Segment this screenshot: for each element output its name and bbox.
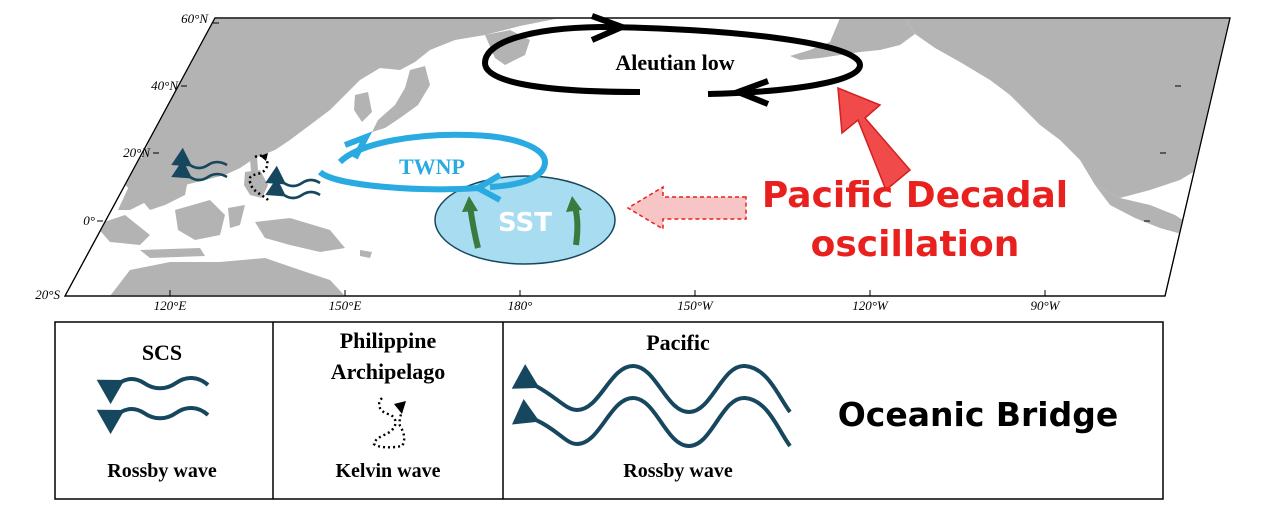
land-korea xyxy=(354,92,372,122)
sst-label: SST xyxy=(498,208,552,238)
aleutian-arrowhead-top xyxy=(590,13,631,43)
lon-label-90w: 90°W xyxy=(1030,298,1060,313)
pdo-label: Pacific Decadal oscillation xyxy=(762,175,1068,265)
land-alaska xyxy=(790,18,915,60)
legend-scs: SCS Rossby wave xyxy=(96,340,217,482)
legend-panel: SCS Rossby wave Philippine Archipelago K… xyxy=(54,321,1164,500)
lat-label-20n: 20°N xyxy=(123,145,151,160)
twnp-label: TWNP xyxy=(399,154,465,179)
twnp-loop-arc-top xyxy=(337,131,549,190)
land-borneo xyxy=(175,200,225,240)
pdo-forcing-arrow xyxy=(837,86,912,192)
map-kelvin-wave xyxy=(248,153,269,201)
aleutian-low-circulation: Aleutian low xyxy=(481,13,864,107)
land-australia xyxy=(110,258,345,296)
land-java xyxy=(140,248,205,258)
pdo-dashed-arrow xyxy=(626,185,747,231)
land-new-guinea xyxy=(255,218,345,252)
legend-pacific-caption: Rossby wave xyxy=(623,460,733,482)
map-scs-rossby-waves xyxy=(171,147,228,182)
twnp-arrowhead-right xyxy=(471,172,502,203)
aleutian-arrowhead-bottom xyxy=(729,78,770,107)
legend-scs-title: SCS xyxy=(142,340,182,365)
legend-scs-wave-1 xyxy=(96,376,210,405)
legend-oceanic-bridge: Oceanic Bridge xyxy=(838,395,1118,434)
legend-scs-wave-2 xyxy=(96,406,210,435)
legend-pacific-title: Pacific xyxy=(646,330,710,355)
sst-region: SST xyxy=(434,175,616,265)
land-taiwan xyxy=(250,156,258,172)
lon-ticks xyxy=(169,290,1046,296)
land-sumatra xyxy=(95,215,150,245)
legend-kelvin-arrowhead xyxy=(394,401,406,414)
lat-label-0: 0° xyxy=(83,213,95,228)
lon-label-150e: 150°E xyxy=(329,298,362,313)
sst-arrowhead-right xyxy=(566,196,582,212)
legend-pacific-wave-1 xyxy=(511,363,792,415)
lat-label-60n: 60°N xyxy=(181,11,209,26)
lon-label-180: 180° xyxy=(508,298,533,313)
land-solomons xyxy=(360,250,372,258)
legend-philippine: Philippine Archipelago Kelvin wave xyxy=(331,328,445,482)
land-japan xyxy=(372,66,430,132)
legend-frame xyxy=(54,321,1164,500)
aleutian-low-label: Aleutian low xyxy=(615,50,734,75)
twnp-arrowhead-left xyxy=(343,131,373,160)
sst-warming-arrow-right xyxy=(572,205,581,246)
pdo-label-line2: oscillation xyxy=(811,224,1020,265)
map-pacific-rossby-waves xyxy=(265,165,321,200)
lon-label-150w: 150°W xyxy=(677,298,714,313)
land-asia xyxy=(118,18,560,210)
legend-phil-title-1: Philippine xyxy=(340,328,437,353)
land-central-america xyxy=(1095,185,1195,235)
legend-phil-caption: Kelvin wave xyxy=(336,460,441,482)
land-north-america xyxy=(905,18,1230,198)
legend-pacific: Pacific Rossby wave xyxy=(511,330,792,482)
lat-label-40n: 40°N xyxy=(151,78,179,93)
lat-label-20s: 20°S xyxy=(35,287,60,302)
lon-label-120e: 120°E xyxy=(154,298,187,313)
lon-label-120w: 120°W xyxy=(852,298,889,313)
lat-ticks xyxy=(97,22,1181,222)
sst-ellipse xyxy=(434,175,616,265)
legend-phil-title-2: Archipelago xyxy=(331,359,445,384)
twnp-loop-arc-bottom xyxy=(317,169,481,193)
aleutian-loop-arc-top xyxy=(599,24,864,97)
legend-kelvin-wave-path xyxy=(372,397,406,449)
land-sulawesi xyxy=(228,205,245,228)
lon-axis: 120°E 150°E 180° 150°W 120°W 90°W xyxy=(154,298,1061,313)
aleutian-loop-arc-bottom xyxy=(481,24,641,95)
legend-scs-caption: Rossby wave xyxy=(107,460,217,482)
sst-arrowhead-left xyxy=(462,196,478,212)
lat-axis: 60°N 40°N 20°N 0° 20°S xyxy=(35,11,209,302)
legend-pacific-wave-2 xyxy=(511,395,792,449)
pdo-label-line1: Pacific Decadal xyxy=(762,175,1068,216)
twnp-circulation: TWNP xyxy=(317,131,549,203)
